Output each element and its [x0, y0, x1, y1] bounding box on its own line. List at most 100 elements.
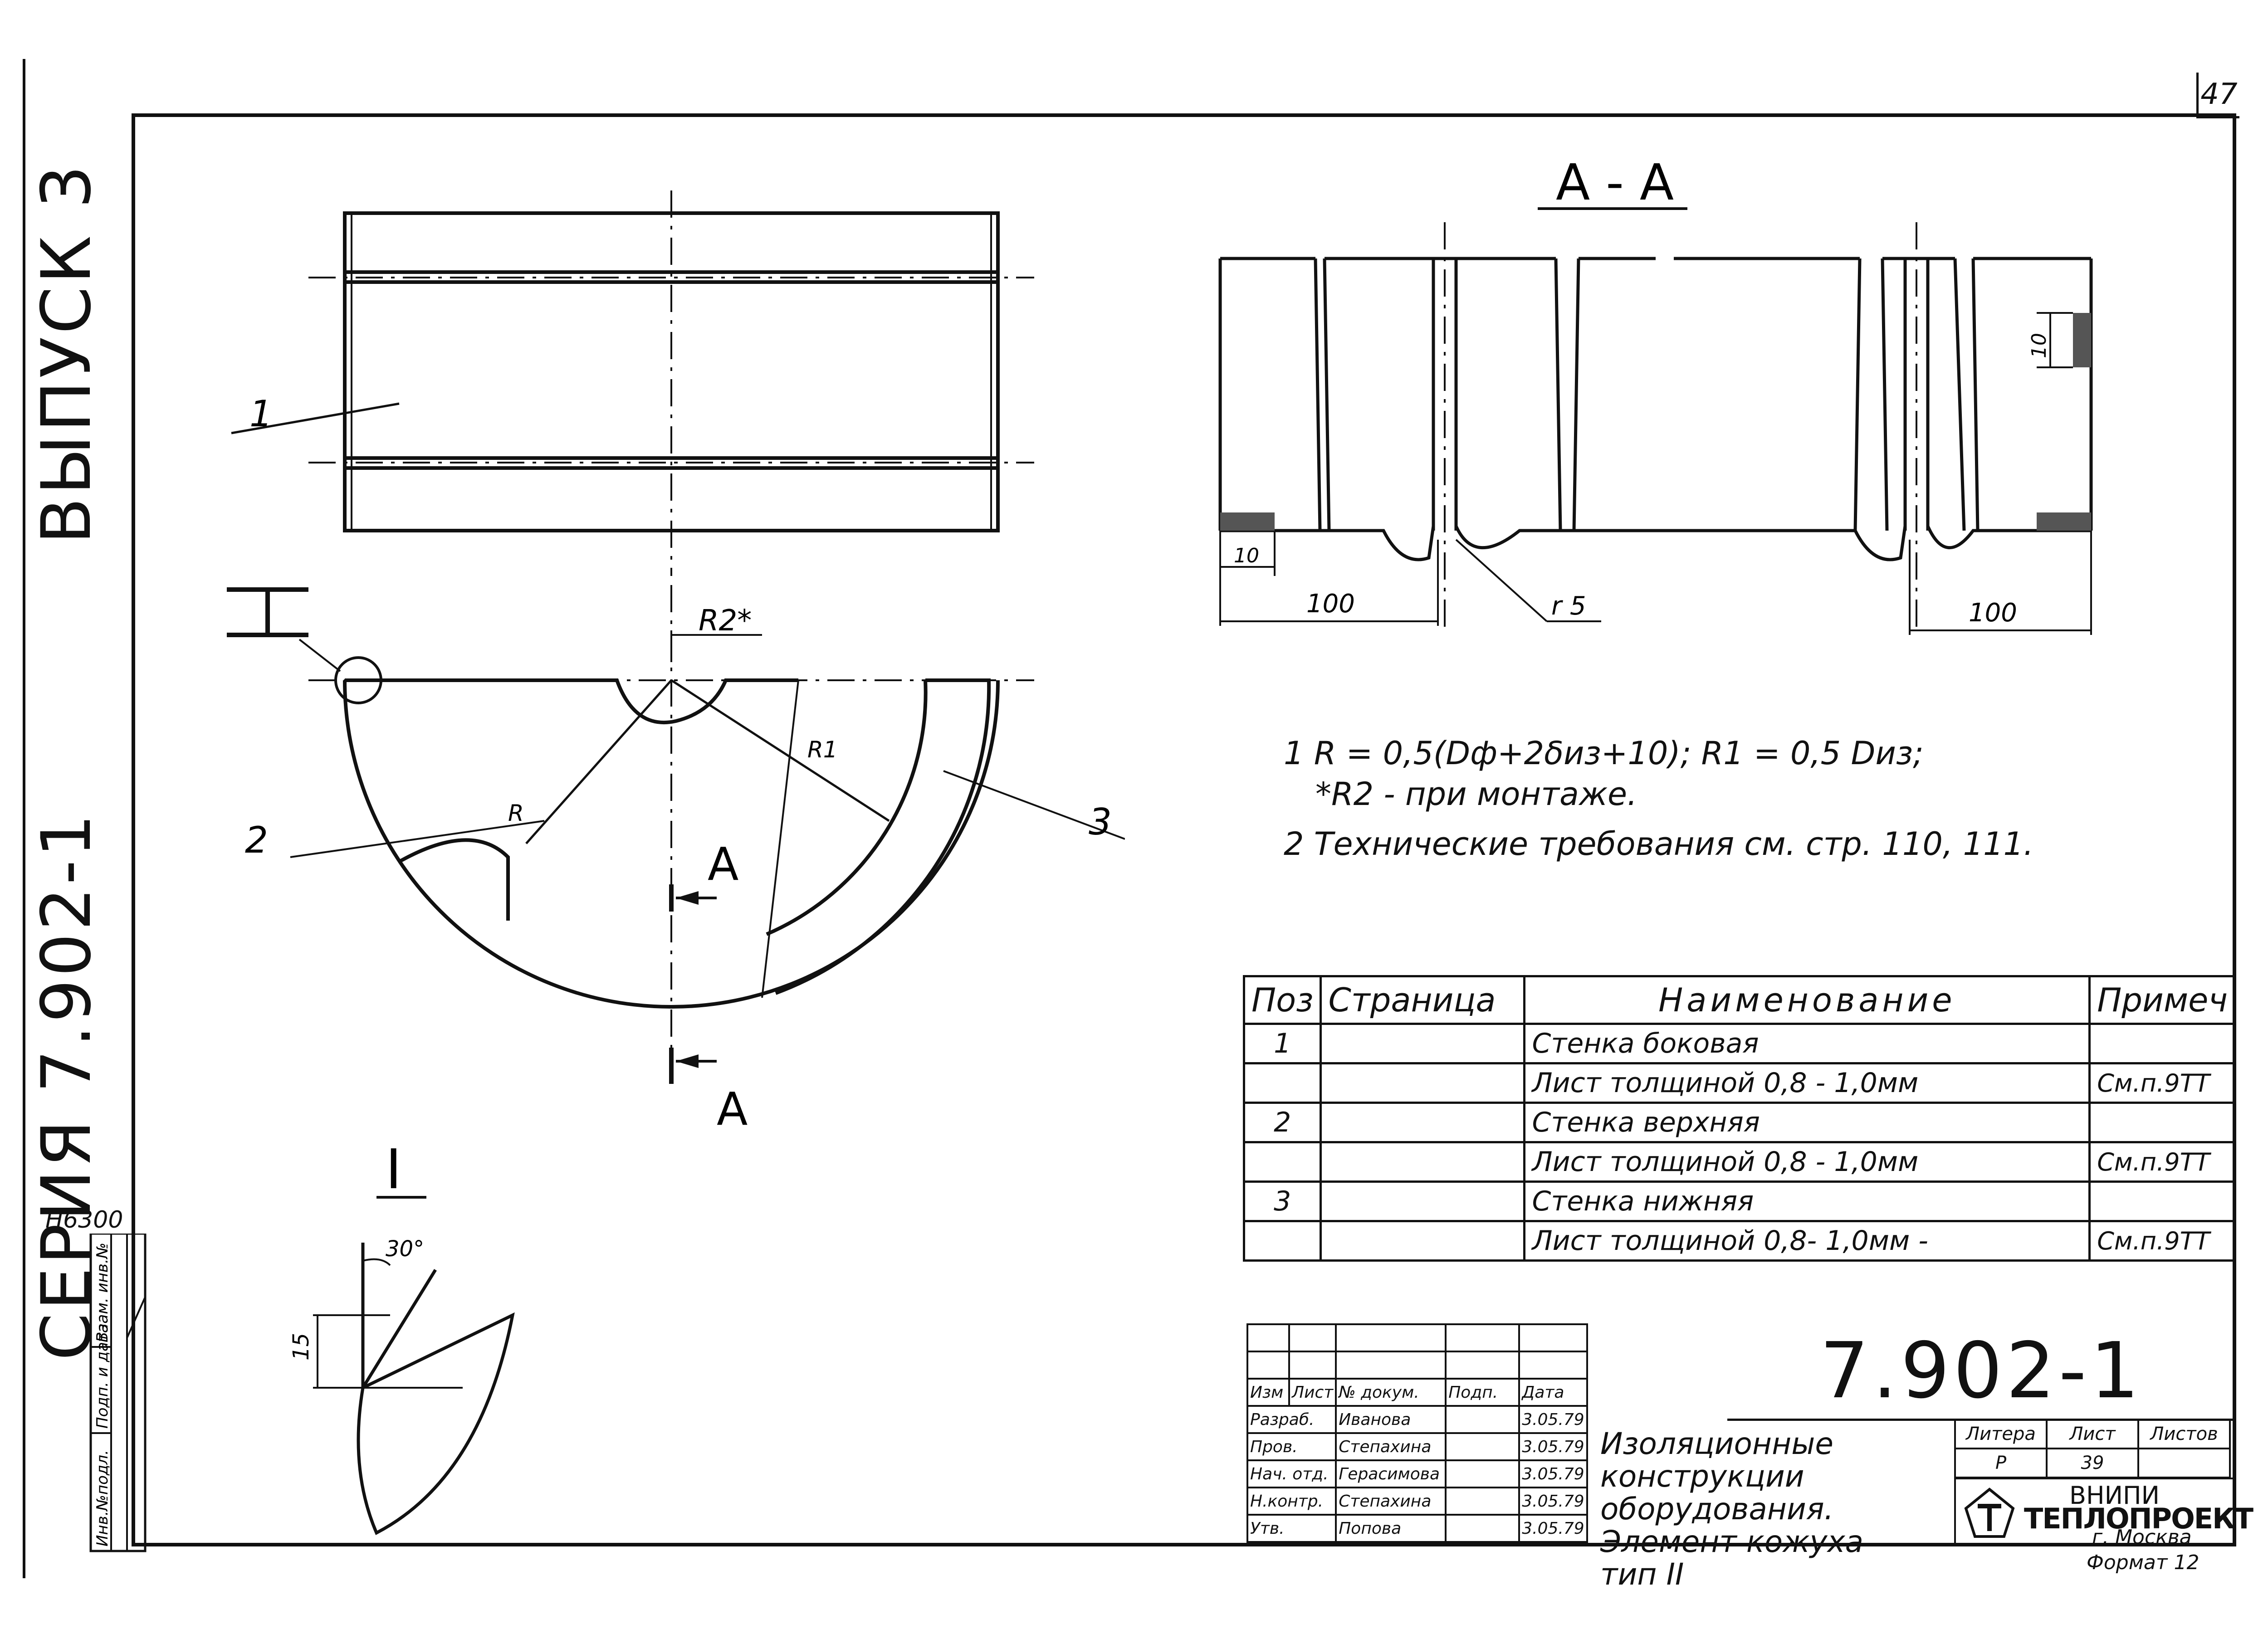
sig-header-izm: Изм — [1246, 1378, 1290, 1407]
sig-header-doc: № докум. — [1335, 1378, 1447, 1407]
signature-table: Изм Лист № докум. Подп. Дата Разраб. Ива… — [1246, 1323, 1588, 1543]
table-cell: Разраб. — [1246, 1405, 1337, 1434]
table-row: Разраб. Иванова 3.05.79 — [1246, 1405, 1588, 1434]
table-row: Лист толщиной 0,8 - 1,0мм См.п.9ТТ — [1242, 1062, 2236, 1104]
table-cell: Попова — [1335, 1514, 1447, 1543]
table-row: 3 Стенка нижняя — [1242, 1180, 2236, 1222]
table-cell — [2088, 1180, 2236, 1222]
table-cell: Стенка нижняя — [1523, 1180, 2091, 1222]
section-aa-view: А - А — [1218, 153, 2093, 635]
table-cell: Герасимова — [1335, 1459, 1447, 1488]
table-row: Лист толщиной 0,8 - 1,0мм См.п.9ТТ — [1242, 1141, 2236, 1183]
detail-dim-15: 15 — [288, 1333, 314, 1361]
archive-label-1: Инв.№подл. — [93, 1450, 112, 1546]
table-cell: 3.05.79 — [1518, 1432, 1588, 1461]
table-cell: 1 — [1242, 1023, 1322, 1064]
table-cell: Утв. — [1246, 1514, 1337, 1543]
archive-code: Н6300 — [45, 1206, 123, 1234]
pos-3-callout: 3 — [1089, 801, 1112, 843]
sig-header-date: Дата — [1518, 1378, 1588, 1407]
detail-angle: 30° — [386, 1236, 424, 1262]
r2-label: R2* — [699, 604, 752, 638]
table-cell — [1445, 1432, 1520, 1461]
section-marker-top: А — [708, 838, 738, 891]
half-section-view: R2* R R1 2 3 А А — [227, 585, 1125, 1136]
table-cell: Лист толщиной 0,8 - 1,0мм — [1523, 1141, 2091, 1183]
table-row: Нач. отд. Герасимова 3.05.79 — [1246, 1459, 1588, 1488]
meta-header-list: Лист — [2046, 1419, 2139, 1449]
pos-1-callout: 1 — [249, 393, 273, 435]
meta-litera: Р — [1954, 1448, 2048, 1478]
table-cell — [2088, 1023, 2236, 1064]
table-cell: См.п.9ТТ — [2088, 1220, 2236, 1262]
r-label: R — [508, 800, 524, 826]
table-cell — [1445, 1514, 1520, 1543]
table-cell: Нач. отд. — [1246, 1459, 1337, 1488]
detail-view: I 15 30° — [288, 1138, 515, 1535]
spec-header-name: Наименование — [1523, 975, 2091, 1025]
table-cell — [1320, 1102, 1526, 1143]
table-cell: 3.05.79 — [1518, 1487, 1588, 1516]
issue-label: ВЫПУСК 3 — [27, 162, 106, 544]
spec-header-note: Примеч — [2088, 975, 2236, 1025]
format-label: Формат 12 — [2087, 1551, 2200, 1574]
note-1: 1 R = 0,5(Dф+2δиз+10); R1 = 0,5 Dиз; — [1284, 735, 1924, 772]
note-1b: *R2 - при монтаже. — [1315, 776, 1637, 813]
org-line-2: ТЕПЛОПРОЕКТ — [2024, 1502, 2253, 1535]
table-cell: Стенка боковая — [1523, 1023, 2091, 1064]
table-cell: Стенка верхняя — [1523, 1102, 2091, 1143]
table-cell: См.п.9ТТ — [2088, 1062, 2236, 1104]
elevation-view: 1 — [231, 190, 1034, 576]
dim-radius-5: r 5 — [1551, 591, 1586, 621]
table-cell: Степахина — [1335, 1432, 1447, 1461]
table-cell — [1445, 1405, 1520, 1434]
table-cell — [1242, 1220, 1322, 1262]
sig-header-sign: Подп. — [1445, 1378, 1520, 1407]
table-cell — [1320, 1141, 1526, 1183]
table-cell: Лист толщиной 0,8 - 1,0мм — [1523, 1062, 2091, 1104]
note-2: 2 Технические требования см. стр. 110, 1… — [1284, 825, 2034, 863]
archive-strip: Инв.№подл. Подп. и дата Взам. инв.№ — [89, 1234, 147, 1552]
spec-header-row: Поз Страница Наименование Примеч — [1242, 975, 2236, 1025]
table-row: Пров. Степахина 3.05.79 — [1246, 1432, 1588, 1461]
table-cell — [1320, 1220, 1526, 1262]
litera-table: Литера Лист Листов Р 39 — [1954, 1419, 2231, 1478]
table-cell — [1242, 1062, 1322, 1104]
spec-header-page: Страница — [1320, 975, 1526, 1025]
table-cell — [1445, 1487, 1520, 1516]
signature-header-row: Изм Лист № докум. Подп. Дата — [1246, 1378, 1588, 1407]
meta-list: 39 — [2046, 1448, 2139, 1478]
dim-left-10: 10 — [1234, 544, 1259, 567]
table-cell: Иванова — [1335, 1405, 1447, 1434]
section-title: А - А — [1556, 153, 1674, 211]
organization-logo-icon — [1964, 1488, 2015, 1538]
section-marker-bottom: А — [717, 1083, 748, 1136]
document-title: Изоляционные конструкции оборудования. Э… — [1600, 1426, 1864, 1592]
pos-2-callout: 2 — [245, 819, 268, 861]
dim-right-10: 10 — [2028, 333, 2051, 358]
table-cell: 3.05.79 — [1518, 1459, 1588, 1488]
table-cell: Пров. — [1246, 1432, 1337, 1461]
table-row: 1 Стенка боковая — [1242, 1023, 2236, 1064]
spec-header-pos: Поз — [1242, 975, 1322, 1025]
sig-header-list: Лист — [1288, 1378, 1337, 1407]
table-cell — [1320, 1062, 1526, 1104]
org-line-1: ВНИПИ — [2069, 1481, 2160, 1510]
r1-label: R1 — [807, 737, 838, 763]
table-cell: См.п.9ТТ — [2088, 1141, 2236, 1183]
table-cell: 3.05.79 — [1518, 1405, 1588, 1434]
drawing-frame — [132, 113, 2236, 1546]
org-line-3: г. Москва — [2092, 1526, 2192, 1549]
table-cell — [1445, 1459, 1520, 1488]
table-row: 2 Стенка верхняя — [1242, 1102, 2236, 1143]
meta-header-listov: Листов — [2137, 1419, 2231, 1449]
table-cell: Степахина — [1335, 1487, 1447, 1516]
archive-label-3: Взам. инв.№ — [93, 1243, 112, 1342]
table-cell: Н.контр. — [1246, 1487, 1337, 1516]
outer-border — [23, 59, 2257, 1578]
table-cell: Лист толщиной 0,8- 1,0мм - — [1523, 1220, 2091, 1262]
table-cell — [1320, 1180, 1526, 1222]
sheet-number: 47 — [2196, 73, 2239, 118]
specification-table: Поз Страница Наименование Примеч 1 Стенк… — [1242, 975, 2236, 1262]
dim-right-100: 100 — [1969, 598, 2017, 628]
